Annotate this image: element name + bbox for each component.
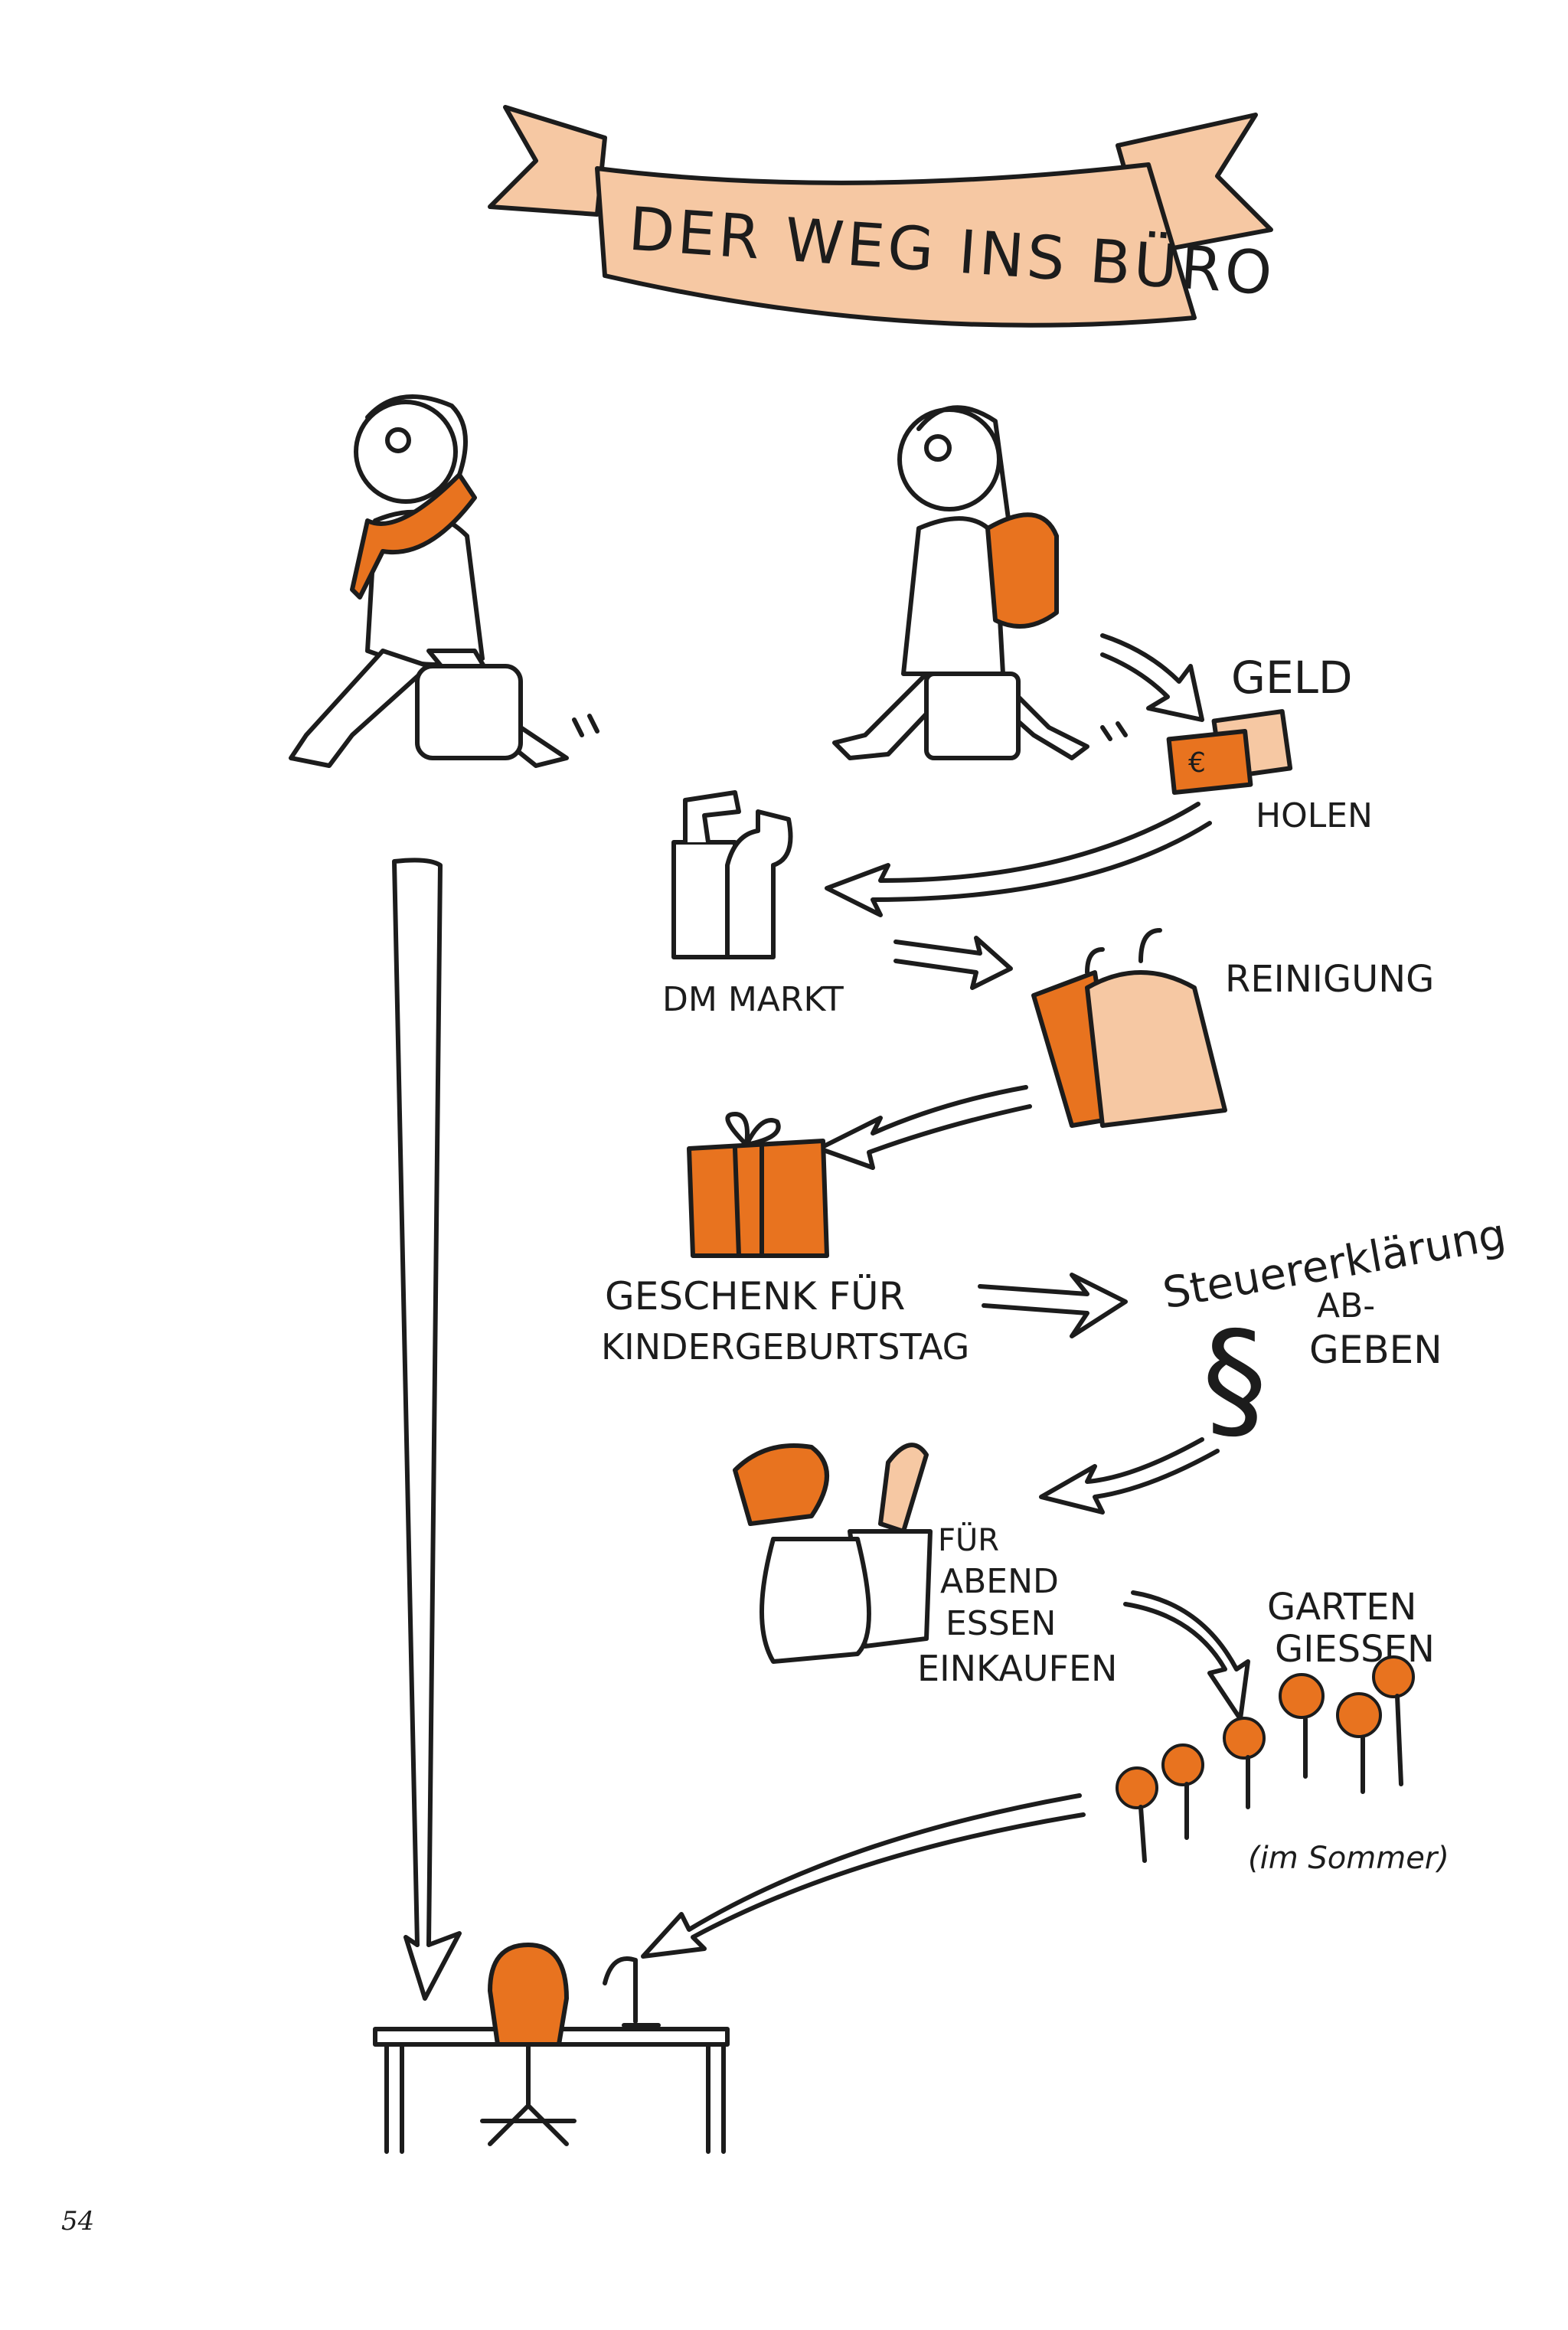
- label-fuer: FÜR: [938, 1521, 999, 1558]
- station-dm-markt: DM MARKT: [662, 790, 844, 1019]
- label-essen: ESSEN: [946, 1604, 1056, 1643]
- station-steuererklaerung: Steuererklärung § AB- GEBEN: [1159, 1210, 1509, 1456]
- label-garten: GARTEN: [1267, 1586, 1416, 1629]
- paragraph-icon: §: [1202, 1304, 1267, 1456]
- station-geschenk: GESCHENK FÜR KINDERGEBURTSTAG: [601, 1112, 969, 1368]
- station-einkaufen: FÜR ABEND ESSEN EINKAUFEN: [733, 1443, 1117, 1689]
- arrow-to-einkauf: [1039, 1437, 1220, 1515]
- arrow-to-reinigung: [893, 936, 1013, 990]
- arrow-to-geschenk: [817, 1085, 1032, 1170]
- man-walking-illustration: [289, 394, 599, 768]
- arrow-to-garten: [1123, 1590, 1250, 1721]
- label-abend: ABEND: [940, 1562, 1059, 1601]
- arrow-to-office: [641, 1793, 1086, 1959]
- label-einkaufen: EINKAUFEN: [917, 1648, 1117, 1689]
- euro-bill-icon: €: [1188, 747, 1206, 779]
- station-geld-holen: € GELD HOLEN: [1166, 652, 1373, 835]
- arrow-to-geld: [1100, 633, 1204, 722]
- label-ab: AB-: [1317, 1286, 1375, 1325]
- page-number: 54: [61, 2206, 94, 2237]
- label-kindergeburtstag: KINDERGEBURTSTAG: [601, 1326, 969, 1368]
- long-arrow-to-office: [392, 858, 462, 2001]
- woman-walking-illustration: [832, 405, 1128, 760]
- label-geben: GEBEN: [1309, 1328, 1442, 1372]
- arrow-to-dm-markt: [825, 802, 1212, 917]
- label-im-sommer: (im Sommer): [1248, 1841, 1449, 1876]
- label-dm-markt: DM MARKT: [662, 980, 844, 1019]
- title-banner: DER WEG INS BÜRO: [488, 105, 1277, 328]
- office-desk-illustration: [373, 1943, 730, 2154]
- label-reinigung: REINIGUNG: [1225, 958, 1434, 1001]
- label-geschenk: GESCHENK FÜR: [605, 1274, 905, 1319]
- station-garten: GARTEN GIESSEN (im Sommer): [1116, 1586, 1449, 1876]
- arrow-to-steuer: [978, 1273, 1128, 1338]
- station-reinigung: REINIGUNG: [1031, 928, 1434, 1128]
- label-holen: HOLEN: [1256, 796, 1373, 835]
- label-geld: GELD: [1231, 652, 1353, 704]
